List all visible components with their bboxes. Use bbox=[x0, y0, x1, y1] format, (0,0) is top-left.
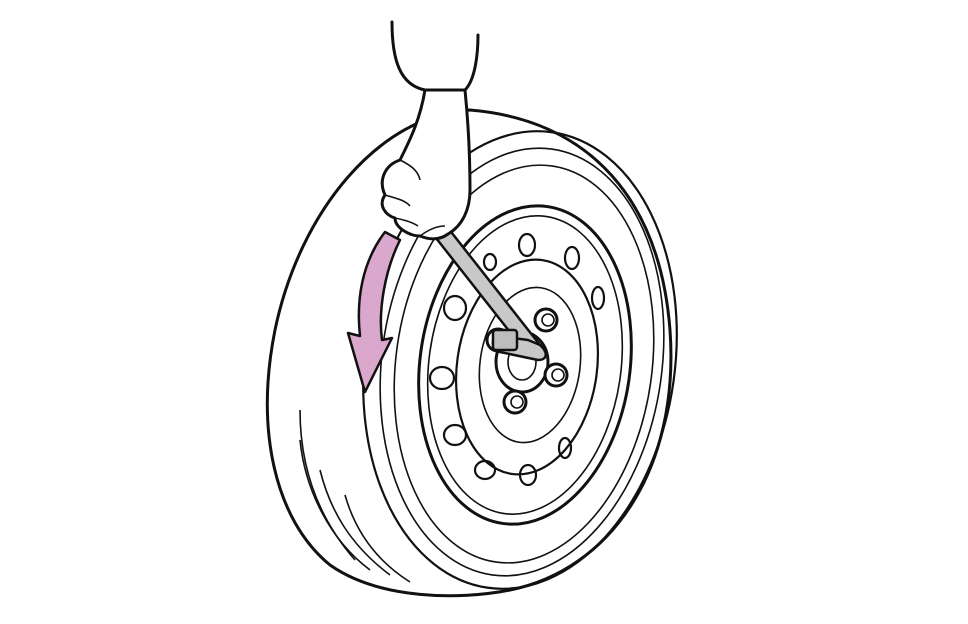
lug-nut bbox=[502, 389, 528, 415]
rim-holes bbox=[428, 232, 606, 487]
lug-nut bbox=[543, 362, 569, 388]
arm bbox=[380, 20, 480, 241]
lug-wrench-icon bbox=[434, 226, 547, 362]
curved-arrow-counterclockwise-icon bbox=[346, 230, 402, 394]
lug-nut bbox=[533, 307, 559, 333]
